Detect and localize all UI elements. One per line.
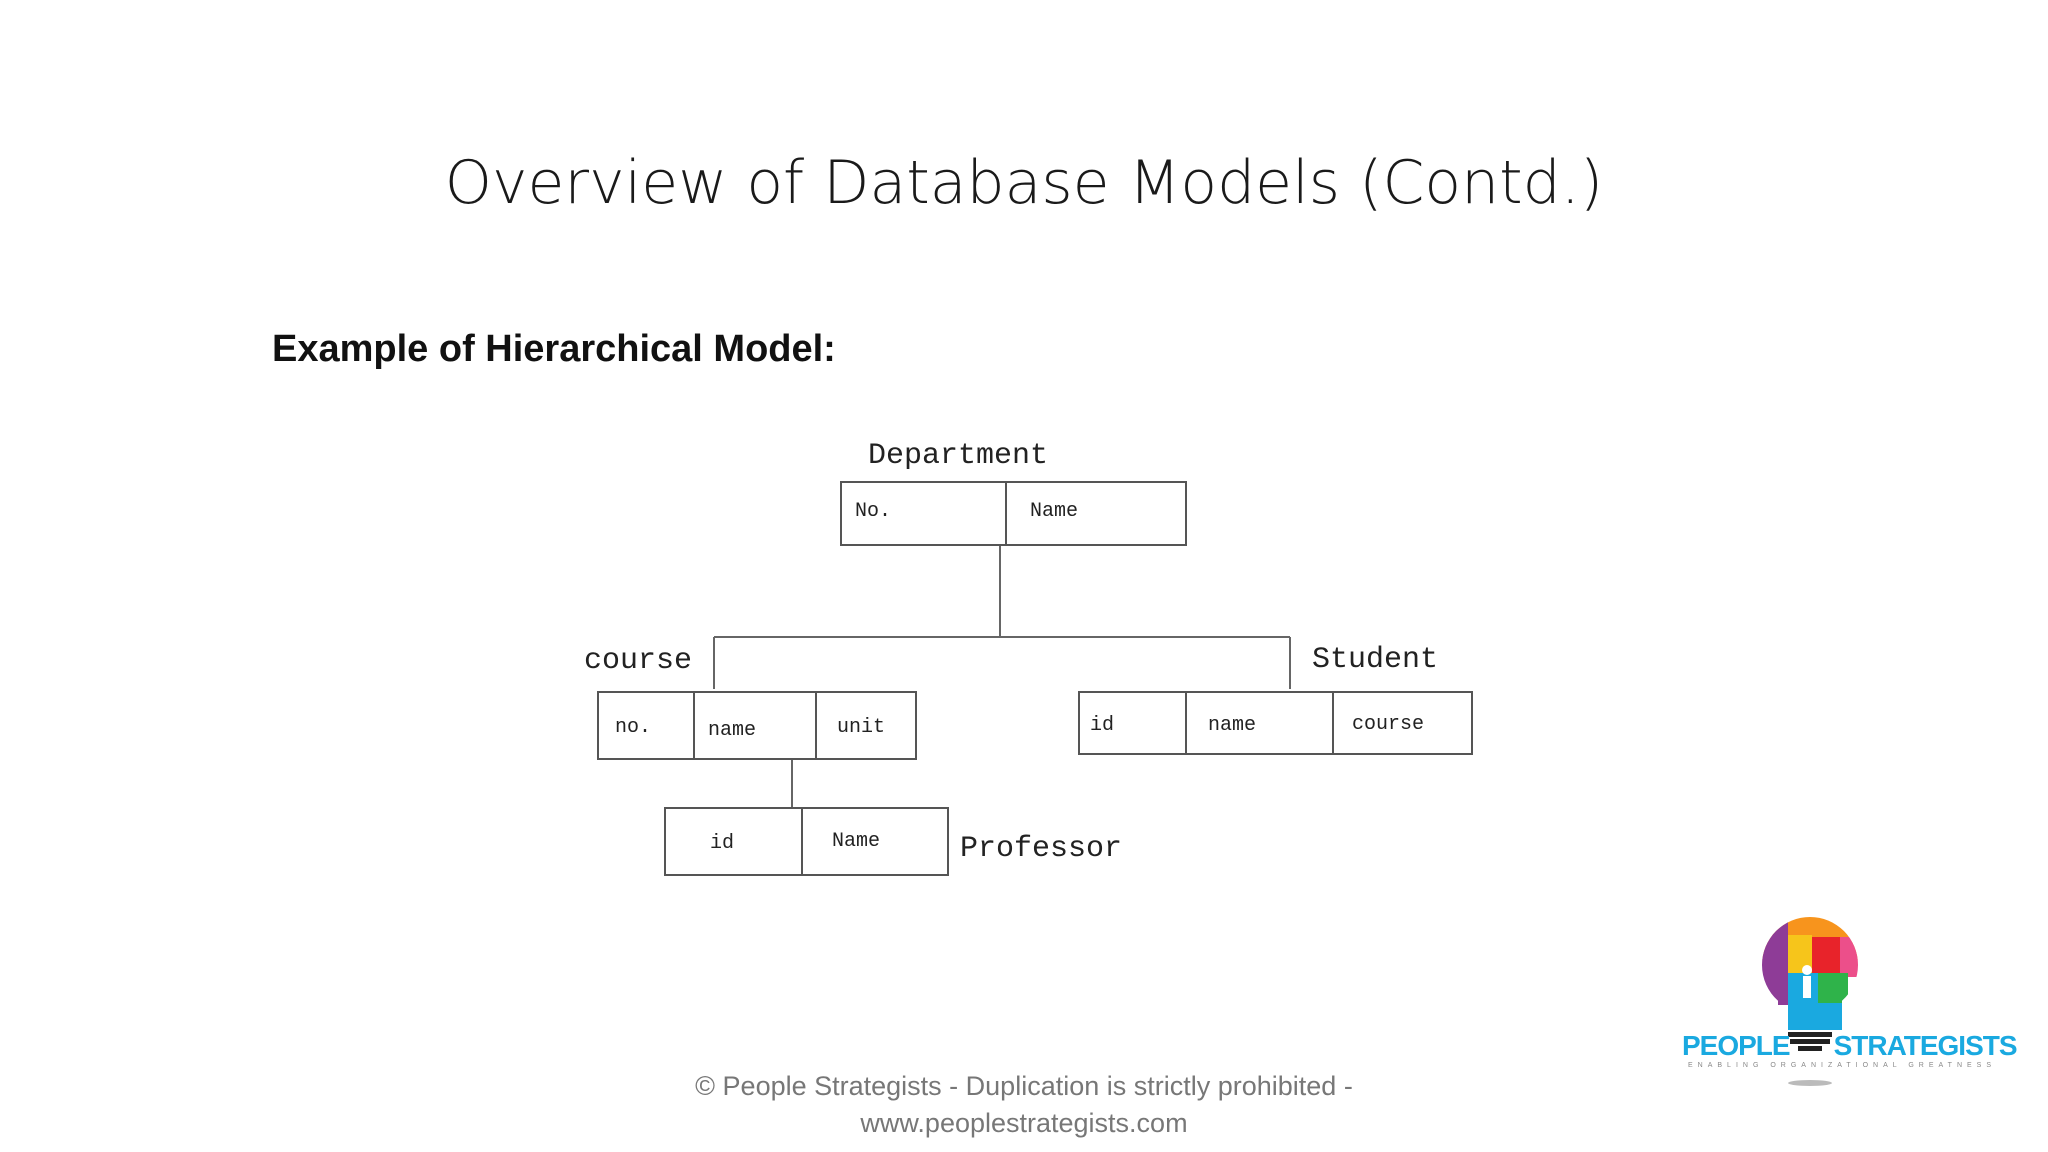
course-label: course bbox=[584, 644, 692, 678]
logo-wordmark: PEOPLE STRATEGISTS bbox=[1682, 1030, 2018, 1062]
slide-subtitle: Example of Hierarchical Model: bbox=[272, 328, 836, 370]
professor-field-box-1 bbox=[801, 807, 949, 876]
course-field-box-1 bbox=[693, 691, 817, 760]
professor-label: Professor bbox=[960, 832, 1122, 866]
footer-line-1: © People Strategists - Duplication is st… bbox=[695, 1071, 1353, 1101]
connector-lines bbox=[713, 545, 1291, 808]
department-label: Department bbox=[868, 439, 1048, 473]
department-field-0: No. bbox=[855, 500, 891, 523]
logo-word-people: PEOPLE bbox=[1682, 1030, 1791, 1061]
department-field-1: Name bbox=[1030, 500, 1078, 523]
course-field-box-2 bbox=[815, 691, 917, 760]
course-field-0: no. bbox=[615, 716, 651, 739]
footer-line-2: www.peoplestrategists.com bbox=[860, 1108, 1188, 1138]
student-field-box-2 bbox=[1332, 691, 1473, 755]
professor-field-1: Name bbox=[832, 830, 880, 853]
student-field-1: name bbox=[1208, 714, 1256, 737]
logo-word-strategists: STRATEGISTS bbox=[1833, 1030, 2018, 1061]
student-field-0: id bbox=[1090, 714, 1114, 737]
department-field-box-1 bbox=[1005, 481, 1187, 546]
student-field-box-1 bbox=[1185, 691, 1334, 755]
professor-entity: id Name Professor bbox=[664, 807, 1122, 876]
logo-tagline: ENABLING ORGANIZATIONAL GREATNESS bbox=[1688, 1062, 1997, 1069]
footer-copyright: © People Strategists - Duplication is st… bbox=[0, 1068, 2048, 1142]
student-entity: Student id name course bbox=[1078, 643, 1473, 755]
course-entity: course no. name unit bbox=[584, 644, 917, 760]
slide-title: Overview of Database Models (Contd.) bbox=[444, 148, 1604, 218]
student-label: Student bbox=[1312, 643, 1438, 677]
course-field-1: name bbox=[708, 719, 756, 742]
department-entity: Department No. Name bbox=[840, 439, 1187, 546]
professor-field-box-0 bbox=[664, 807, 803, 876]
student-field-2: course bbox=[1352, 713, 1424, 736]
course-field-2: unit bbox=[837, 716, 885, 739]
professor-field-0: id bbox=[710, 832, 734, 855]
people-strategists-logo-icon bbox=[1762, 917, 1858, 1086]
